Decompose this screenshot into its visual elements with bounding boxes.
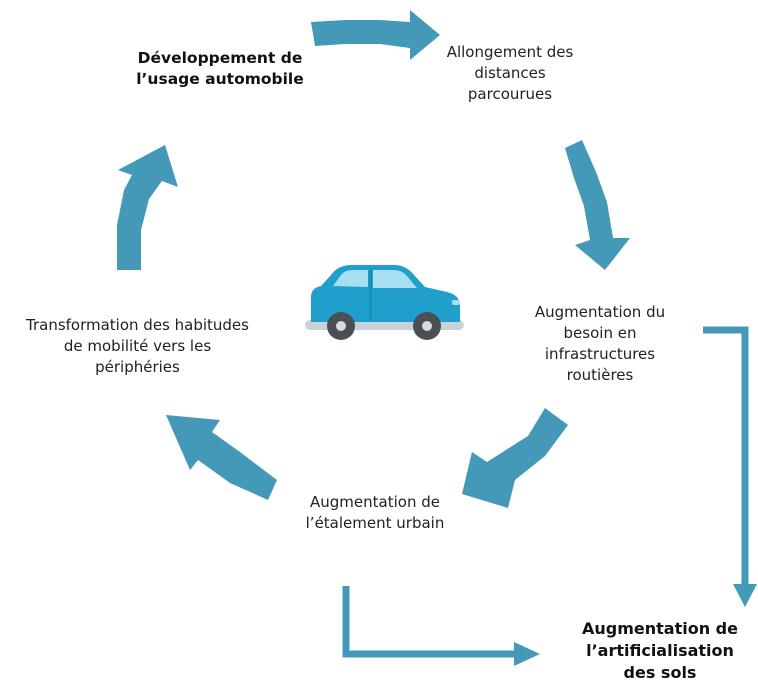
cycle-arrows xyxy=(117,10,630,508)
node-line: l’artificialisation xyxy=(586,641,734,660)
node-besoin-infrastructures: Augmentation du besoin en infrastructure… xyxy=(505,302,695,386)
node-line: des sols xyxy=(623,663,697,682)
connector-etalement-to-artif xyxy=(342,586,522,658)
car-window-front xyxy=(333,270,368,287)
car-hub-rear xyxy=(336,321,346,331)
car-window-rear xyxy=(373,270,417,288)
arrow-etalement-to-transfo xyxy=(166,415,277,500)
node-artificialisation-sols: Augmentation de l’artificialisation des … xyxy=(560,618,758,684)
arrow-infra-to-etalement xyxy=(462,408,568,508)
node-line: Allongement des xyxy=(446,43,574,61)
node-line: Augmentation du xyxy=(534,303,666,321)
arrow-transfo-to-dev xyxy=(117,145,178,270)
node-developpement-usage-automobile: Développement de l’usage automobile xyxy=(120,48,320,90)
node-line: Transformation des habitudes xyxy=(26,316,249,334)
car-hub-front xyxy=(422,321,432,331)
node-transformation-habitudes: Transformation des habitudes de mobilité… xyxy=(0,315,275,378)
node-line: Augmentation de xyxy=(582,619,738,638)
car-door-line xyxy=(369,270,372,320)
node-line: l’usage automobile xyxy=(136,70,304,88)
node-line: périphéries xyxy=(95,358,180,376)
connector-infra-to-artif-head xyxy=(733,584,757,607)
car-icon xyxy=(305,265,464,340)
car-headlight xyxy=(452,300,460,305)
node-line: besoin en xyxy=(563,324,637,342)
arrow-dev-to-allongement xyxy=(311,10,440,60)
node-line: parcourues xyxy=(467,85,553,103)
connector-infra-to-artif xyxy=(703,326,749,592)
node-line: Développement de xyxy=(137,49,303,67)
node-line: routières xyxy=(566,366,634,384)
node-line: distances xyxy=(474,64,546,82)
connector-etalement-to-artif-head xyxy=(514,642,540,666)
node-line: l’étalement urbain xyxy=(305,514,445,532)
connector-arrows xyxy=(342,326,757,666)
node-allongement-distances: Allongement des distances parcourues xyxy=(415,42,605,105)
node-line: de mobilité vers les xyxy=(63,337,212,355)
node-line: Augmentation de xyxy=(310,493,440,511)
arrow-allongement-to-infra xyxy=(565,140,630,270)
node-etalement-urbain: Augmentation de l’étalement urbain xyxy=(285,492,465,534)
node-line: infrastructures xyxy=(544,345,656,363)
